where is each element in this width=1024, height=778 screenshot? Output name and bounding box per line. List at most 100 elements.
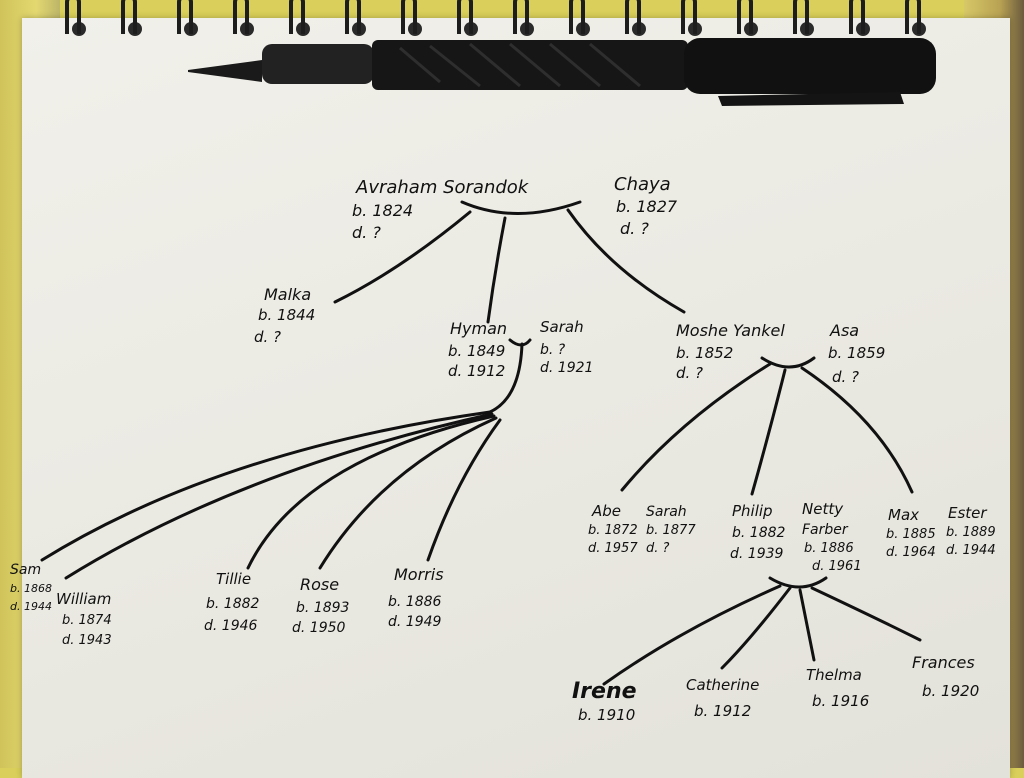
spiral-ring <box>849 0 865 34</box>
person-moshe: Moshe Yankel b. 1852 d. ? <box>676 321 785 382</box>
spiral-ring <box>569 0 585 34</box>
person-died: d. 1946 <box>204 618 258 634</box>
person-born: b. ? <box>540 342 566 358</box>
person-name: Hyman <box>450 319 507 338</box>
line-to-thelma <box>798 588 816 662</box>
line-to-malka <box>333 210 472 304</box>
spiral-ring <box>289 0 305 34</box>
person-abe: Abe b. 1872 d. 1957 <box>588 502 638 556</box>
spiral-ring <box>233 0 249 34</box>
person-avraham: Avraham Sorandok b. 1824 d. ? <box>352 177 530 242</box>
person-died: d. 1912 <box>448 362 505 380</box>
line-to-max <box>800 366 914 494</box>
pen-grip <box>262 44 374 84</box>
person-born: b. 1827 <box>616 197 678 216</box>
person-name: Philip <box>732 502 773 520</box>
person-died: d. 1964 <box>886 545 936 560</box>
line-to-sam <box>40 410 492 562</box>
person-tillie: Tillie b. 1882 d. 1946 <box>204 570 260 634</box>
person-died: d. ? <box>352 223 381 242</box>
person-born: b. 1893 <box>296 600 349 616</box>
marriage-arc-philip-netty <box>768 576 828 589</box>
tree-connectors <box>40 200 922 686</box>
person-born: b. 1912 <box>694 702 751 720</box>
person-died: d. 1957 <box>588 541 638 556</box>
pen-cap <box>684 38 936 94</box>
line-to-catherine <box>720 586 792 670</box>
person-born: b. 1824 <box>352 201 413 220</box>
person-name: Chaya <box>614 174 671 195</box>
line-to-tillie <box>246 414 496 570</box>
marriage-arc-hyman-sarah <box>508 338 532 347</box>
spiral-binding <box>0 0 1024 40</box>
person-born: b. 1859 <box>828 344 885 362</box>
person-died: d. ? <box>832 368 859 386</box>
person-sarah-abe: Sarah b. 1877 d. ? <box>646 504 696 556</box>
person-name: Morris <box>394 565 444 584</box>
spiral-ring <box>625 0 641 34</box>
person-died: d. 1944 <box>946 543 996 558</box>
person-born: b. 1885 <box>886 527 936 542</box>
person-name: Catherine <box>686 676 759 694</box>
person-name: Ester <box>948 504 987 522</box>
spiral-ring <box>513 0 529 34</box>
person-died: d. 1944 <box>10 600 52 613</box>
person-sam: Sam b. 1868 d. 1944 <box>10 562 52 613</box>
line-to-irene <box>602 584 782 686</box>
person-died: d. ? <box>254 328 281 346</box>
person-malka: Malka b. 1844 d. ? <box>254 285 315 346</box>
line-to-hyman <box>486 216 507 324</box>
person-born: b. 1872 <box>588 523 638 538</box>
person-name: Sarah <box>540 318 584 336</box>
line-to-abe <box>620 362 772 492</box>
person-sarah-hyman: Sarah b. ? d. 1921 <box>540 318 593 376</box>
marriage-arc-avraham-chaya <box>460 200 582 215</box>
person-name: Avraham Sorandok <box>355 177 530 198</box>
person-died: d. 1921 <box>540 360 593 376</box>
person-name: Sarah <box>646 504 687 520</box>
sketchbook-page <box>22 18 1010 778</box>
line-hyman-children-trunk <box>488 342 524 414</box>
person-died: d. ? <box>646 541 670 556</box>
spiral-ring <box>457 0 473 34</box>
spiral-ring <box>401 0 417 34</box>
person-name: Sam <box>10 562 41 578</box>
line-to-philip <box>750 368 787 496</box>
person-chaya: Chaya b. 1827 d. ? <box>614 174 678 238</box>
person-died: d. ? <box>620 219 649 238</box>
spiral-ring <box>681 0 697 34</box>
person-born: b. 1920 <box>922 682 979 700</box>
person-born: b. 1916 <box>812 692 869 710</box>
person-name: Max <box>888 506 919 524</box>
person-ester: Ester b. 1889 d. 1944 <box>946 504 996 558</box>
line-to-rose <box>318 416 498 570</box>
person-died: d. 1943 <box>62 633 112 648</box>
person-born: b. 1886 <box>388 594 442 610</box>
spiral-ring <box>793 0 809 34</box>
spiral-ring <box>345 0 361 34</box>
person-died: d. 1950 <box>292 620 346 636</box>
person-born: b. 1882 <box>732 525 786 541</box>
person-name: Netty <box>802 500 844 518</box>
pen-barrel <box>372 40 688 90</box>
person-name: Frances <box>912 653 975 672</box>
person-netty: Netty Farber b. 1886 d. 1961 <box>802 500 862 574</box>
person-name: William <box>56 590 111 608</box>
line-to-moshe <box>566 208 686 314</box>
person-catherine: Catherine b. 1912 <box>686 676 759 720</box>
spiral-ring <box>905 0 921 34</box>
person-born: b. 1874 <box>62 613 112 628</box>
person-max: Max b. 1885 d. 1964 <box>886 506 936 560</box>
line-to-frances <box>810 586 922 642</box>
person-born: b. 1868 <box>10 582 52 595</box>
person-born: b. 1849 <box>448 342 505 360</box>
person-name: Abe <box>591 502 621 520</box>
person-frances: Frances b. 1920 <box>912 653 979 700</box>
person-born: b. 1889 <box>946 525 996 540</box>
person-hyman: Hyman b. 1849 d. 1912 <box>448 319 507 380</box>
person-name: Malka <box>264 285 311 304</box>
line-to-william <box>64 412 494 580</box>
spiral-ring <box>121 0 137 34</box>
person-name: Rose <box>300 575 339 594</box>
